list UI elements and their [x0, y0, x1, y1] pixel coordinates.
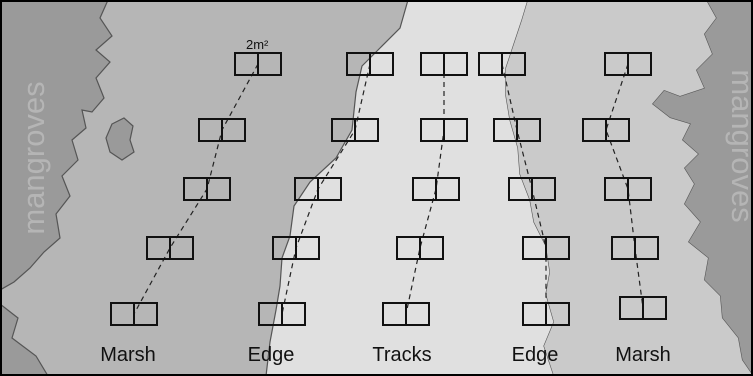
mangrove-island — [105, 117, 135, 161]
zone-label-marsh-right: Marsh — [615, 344, 671, 366]
zone-label-tracks: Tracks — [372, 344, 431, 366]
quadrat — [604, 177, 652, 201]
zone-label-edge-right: Edge — [512, 344, 559, 366]
quadrat — [604, 52, 652, 76]
quadrat — [619, 296, 667, 320]
quadrat — [382, 302, 430, 326]
quadrat — [412, 177, 460, 201]
zone-label-marsh-left: Marsh — [100, 344, 156, 366]
transect-line-3 — [405, 64, 445, 315]
quadrat — [420, 118, 468, 142]
quadrat — [294, 177, 342, 201]
quadrat — [508, 177, 556, 201]
quadrat — [493, 118, 541, 142]
quadrat — [331, 118, 379, 142]
quadrat-layer — [110, 52, 667, 326]
right-mangroves-label: mangroves — [725, 69, 753, 222]
quadrat — [198, 118, 246, 142]
quadrat — [346, 52, 394, 76]
quadrat — [478, 52, 526, 76]
quadrat — [183, 177, 231, 201]
quadrat — [611, 236, 659, 260]
left-mangroves-label: mangroves — [16, 81, 51, 234]
quadrat-size-label: 2m² — [246, 37, 269, 52]
quadrat — [420, 52, 468, 76]
quadrat — [522, 302, 570, 326]
quadrat — [582, 118, 630, 142]
bottom-left-mangrove-area — [0, 303, 49, 376]
quadrat — [146, 236, 194, 260]
zone-label-edge-left: Edge — [248, 344, 295, 366]
quadrat — [396, 236, 444, 260]
quadrat — [234, 52, 282, 76]
quadrat — [110, 302, 158, 326]
right-marsh-band — [506, 0, 753, 376]
quadrat — [522, 236, 570, 260]
quadrat — [272, 236, 320, 260]
quadrat — [258, 302, 306, 326]
left-mangrove-area — [0, 0, 113, 291]
transect-line-5 — [605, 63, 644, 309]
